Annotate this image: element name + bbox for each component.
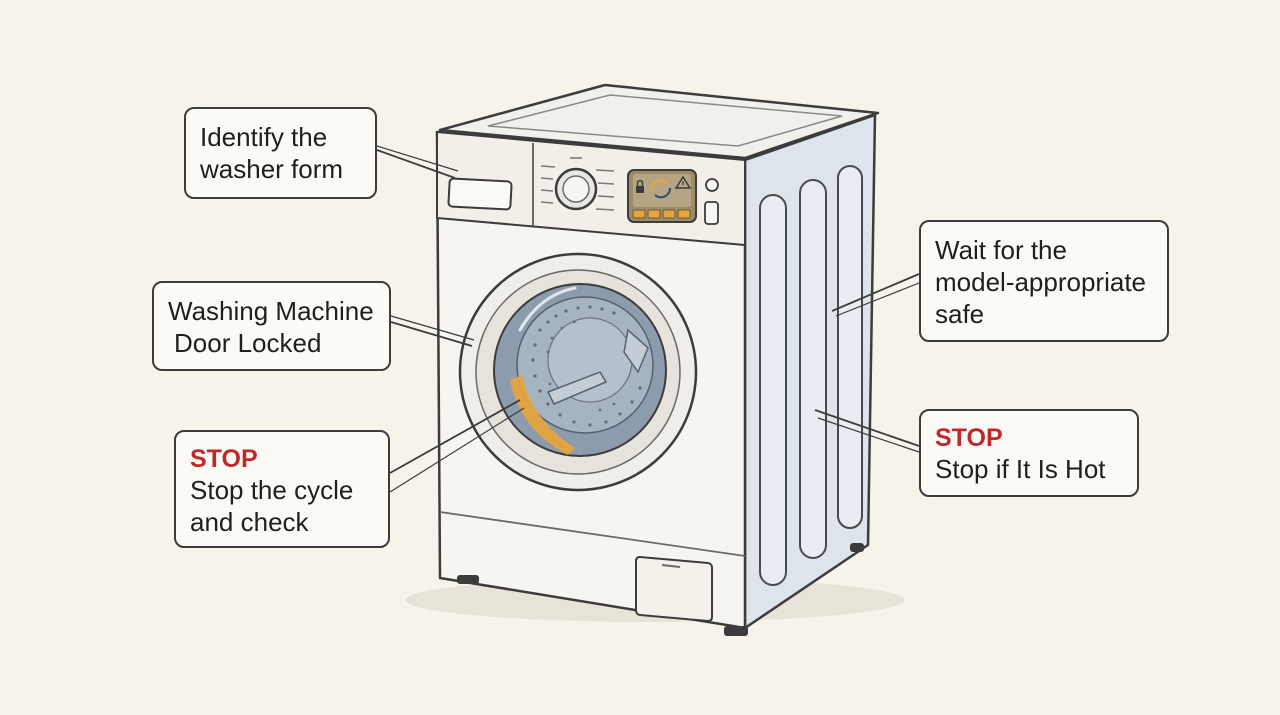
leader-line-wait: [835, 282, 920, 317]
glass-reflection: [518, 286, 577, 332]
display-screen: [633, 174, 691, 207]
power-indicator: [705, 178, 719, 192]
callout-stop-hot: STOP Stop if It Is Hot: [919, 409, 1139, 497]
lock-icon: [636, 179, 644, 193]
stop-warning-label: STOP: [190, 445, 258, 473]
callout-text: washer form: [200, 154, 344, 184]
drum-perforations: [531, 305, 642, 427]
callout-identify-form: Identify the washer form: [184, 107, 377, 199]
callout-text: safe: [935, 299, 985, 329]
washer-foot: [850, 543, 864, 552]
callout-text: Identify the: [200, 122, 328, 152]
callout-text: Wait for the: [935, 235, 1067, 265]
spin-arrows-icon: [650, 179, 672, 199]
leader-line-door: [390, 315, 475, 341]
side-rib: [799, 179, 827, 559]
drum-paddle: [546, 371, 608, 405]
display-keys: [632, 209, 691, 219]
leader-line-stop-hot: [814, 409, 920, 447]
washer-foot: [724, 626, 748, 636]
leader-line-stop-cycle: [389, 399, 521, 474]
program-knob-inner: [562, 175, 590, 203]
washer-plinth-line: [439, 511, 746, 557]
leader-line-door: [390, 321, 473, 347]
callout-text: Door Locked: [174, 328, 322, 358]
callout-text: and check: [190, 507, 309, 537]
leader-line-wait: [831, 273, 920, 312]
callout-door-locked: Washing Machine Door Locked: [152, 281, 391, 371]
door-gasket-highlight: [510, 375, 575, 455]
warning-triangle-icon: [674, 175, 692, 189]
program-markers: [540, 157, 615, 211]
washer-top: [438, 83, 880, 160]
filter-hatch: [635, 556, 713, 622]
detergent-drawer: [447, 177, 513, 211]
callout-text: model-appropriate: [935, 267, 1147, 297]
side-rib: [759, 194, 787, 586]
filter-hatch-notch: [661, 564, 681, 568]
leader-line-stop-cycle: [389, 407, 525, 493]
side-rib: [837, 165, 863, 529]
washer-foot: [457, 575, 479, 584]
leader-line-form: [376, 149, 456, 179]
callout-text: Stop the cycle: [190, 475, 354, 505]
stop-warning-label: STOP: [935, 424, 1003, 452]
power-button: [704, 201, 719, 225]
callout-stop-cycle: STOP Stop the cycle and check: [174, 430, 390, 548]
washer-top-lid: [487, 94, 843, 147]
leader-line-form: [376, 145, 459, 172]
leader-line-stop-hot: [817, 417, 920, 453]
callout-wait-safe: Wait for the model-appropriate safe: [919, 220, 1169, 342]
callout-text: Washing Machine: [168, 296, 374, 326]
callout-text: Stop if It Is Hot: [935, 454, 1106, 484]
drum-paddle: [623, 328, 649, 374]
